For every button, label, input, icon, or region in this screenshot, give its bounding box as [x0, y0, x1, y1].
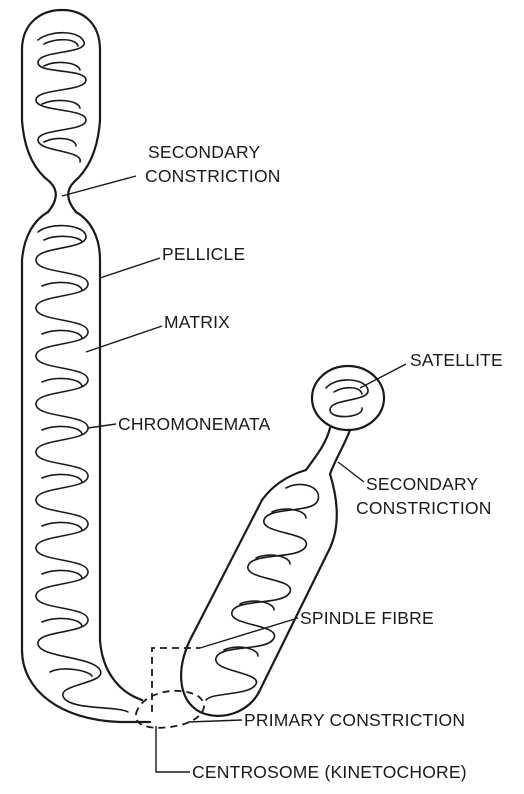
leader-secondary-constriction-1: [62, 176, 136, 196]
label-centrosome: CENTROSOME (KINETOCHORE): [192, 762, 467, 782]
label-secondary-constriction-2-line1: SECONDARY: [366, 474, 478, 494]
satellite-body: [312, 366, 384, 430]
leader-secondary-constriction-2: [338, 462, 364, 482]
label-secondary-constriction-1-line1: SECONDARY: [148, 142, 260, 162]
long-chromatid-secondary-constriction: [48, 182, 76, 212]
chromonemata-coils-body: [36, 226, 128, 712]
leader-matrix: [86, 326, 162, 352]
chromonemata-coils-top: [36, 33, 86, 162]
leader-satellite: [360, 364, 406, 388]
short-chromatid-secondary-constriction: [306, 428, 350, 474]
long-chromatid-top-lobe: [22, 10, 100, 182]
leader-lines: [62, 176, 406, 772]
label-satellite: SATELLITE: [410, 350, 503, 370]
short-chromatid-arm: [181, 470, 337, 716]
spindle-fibre-outline: [152, 648, 200, 712]
label-primary-constriction: PRIMARY CONSTRICTION: [244, 710, 465, 730]
label-secondary-constriction-1-line2: CONSTRICTION: [145, 166, 281, 186]
label-matrix: MATRIX: [164, 312, 230, 332]
leader-centrosome: [156, 726, 190, 772]
leader-primary-constriction: [188, 720, 242, 722]
satellite-coils: [326, 380, 368, 417]
short-chromatid-coils: [206, 484, 318, 700]
label-chromonemata: CHROMONEMATA: [118, 414, 271, 434]
label-spindle-fibre: SPINDLE FIBRE: [300, 608, 434, 628]
leader-chromonemata: [88, 424, 116, 428]
leader-pellicle: [100, 258, 160, 278]
label-pellicle: PELLICLE: [162, 244, 245, 264]
label-secondary-constriction-2-line2: CONSTRICTION: [356, 498, 492, 518]
